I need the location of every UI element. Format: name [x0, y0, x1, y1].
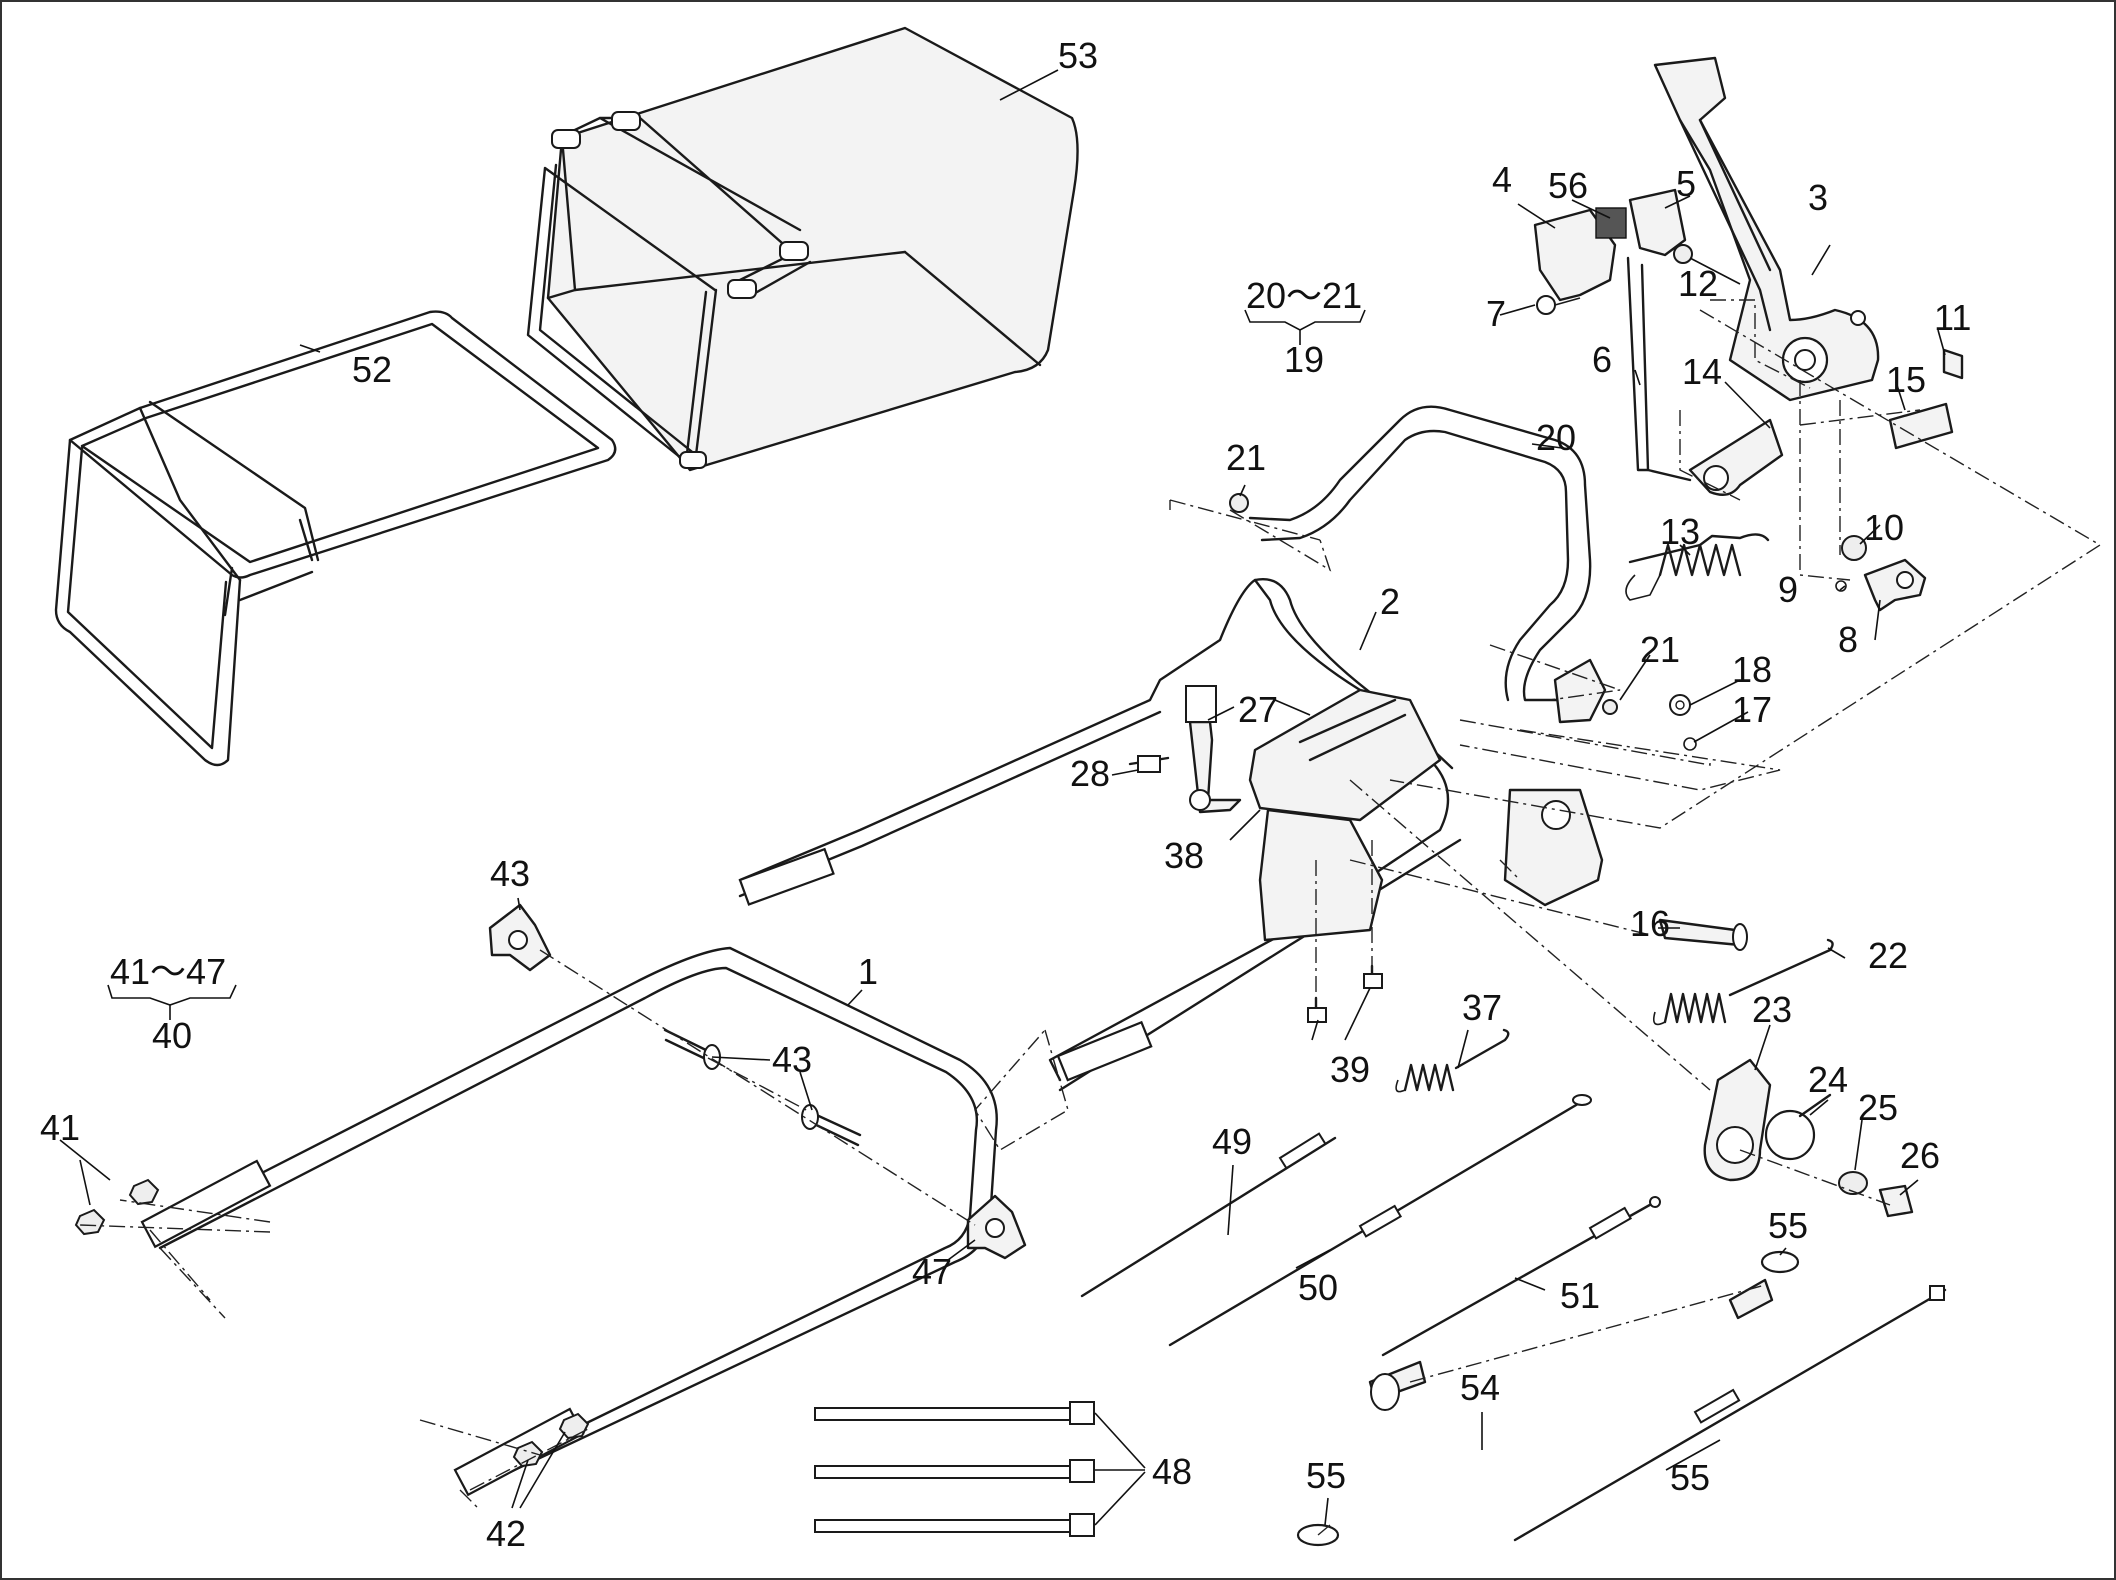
shift-console-38 [1128, 685, 1442, 942]
grass-bag-cover [546, 26, 1079, 472]
part-number-21-left: 21 [1226, 437, 1266, 478]
part-number-16: 16 [1630, 903, 1670, 944]
part-number-25: 25 [1858, 1087, 1898, 1128]
part-number-21-right: 21 [1640, 629, 1680, 670]
middle-handle-2 [738, 578, 1604, 1092]
part-number-43-lower: 47 [912, 1251, 952, 1292]
part-number-14: 14 [1682, 351, 1722, 392]
part-number-38: 38 [1164, 835, 1204, 876]
part-number-41-bottom: 42 [486, 1513, 526, 1554]
part-number-52: 52 [352, 349, 392, 390]
part-number-54: 54 [1460, 1367, 1500, 1408]
part-number-20: 20 [1536, 417, 1576, 458]
cable-ties-47 [814, 1401, 1095, 1537]
cables-48-51 [1080, 1094, 1947, 1542]
part-number-42: 43 [772, 1039, 812, 1080]
part-number-51: 55 [1670, 1457, 1710, 1498]
group-labels: 20～21 19 41～47 40 [110, 275, 1362, 1056]
part-number-47: 48 [1152, 1451, 1192, 1492]
part-number-26: 26 [1900, 1135, 1940, 1176]
upper-handle-20 [1248, 405, 1607, 724]
part-number-6: 6 [1592, 339, 1612, 380]
spring-37 [1395, 1028, 1510, 1093]
part-number-37: 37 [1462, 987, 1502, 1028]
part-number-55-right: 55 [1768, 1205, 1808, 1246]
part-number-41-left: 41 [40, 1107, 80, 1148]
group-range-19: 20～21 [1246, 275, 1362, 316]
part-number-23: 23 [1752, 989, 1792, 1030]
bolts-39 [1307, 964, 1383, 1023]
part-number-9: 9 [1778, 569, 1798, 610]
part-number-55-bottom: 55 [1306, 1455, 1346, 1496]
part-number-22: 22 [1868, 935, 1908, 976]
group-assembly-40: 40 [152, 1015, 192, 1056]
pin-16-and-washers [1229, 493, 1748, 951]
control-lever-3 [1653, 56, 1880, 402]
part-number-48: 49 [1212, 1121, 1252, 1162]
spring-22 [1652, 938, 1834, 1026]
part-number-11: 11 [1934, 297, 1971, 338]
spring-13 [1625, 533, 1770, 601]
part-number-28: 28 [1070, 753, 1110, 794]
leader-lines [59, 69, 1946, 1526]
tube-54-clamps-55 [1296, 1250, 1800, 1547]
group-range-40: 41～47 [110, 951, 226, 992]
part-number-4: 4 [1492, 159, 1512, 200]
knob-43-lower [966, 1194, 1027, 1260]
part-number-8: 8 [1838, 619, 1858, 660]
part-number-12: 12 [1678, 263, 1718, 304]
part-labels: 53 52 3 4 56 5 7 6 14 12 11 15 10 9 8 13… [40, 35, 1971, 1554]
part-number-13: 13 [1660, 511, 1700, 552]
part-number-53: 53 [1058, 35, 1098, 76]
part-number-43-upper: 43 [490, 853, 530, 894]
lever-grip-assembly [1533, 188, 1687, 315]
cable-arm-23-26 [1703, 1058, 1914, 1218]
part-number-24: 24 [1808, 1059, 1848, 1100]
bag-frame-rods [526, 111, 812, 469]
part-number-39: 39 [1330, 1049, 1370, 1090]
bracket-6 [1626, 256, 1692, 482]
pivot-hardware [1673, 244, 1964, 612]
part-number-50: 51 [1560, 1275, 1600, 1316]
part-number-18: 18 [1732, 649, 1772, 690]
dashed-assembly-lines [79, 299, 2102, 1536]
bag-frame-52 [54, 310, 617, 767]
part-number-56: 56 [1548, 165, 1588, 206]
part-number-2: 2 [1380, 581, 1400, 622]
part-number-17: 17 [1732, 689, 1772, 730]
part-number-1: 1 [858, 951, 878, 992]
part-number-10: 10 [1864, 507, 1904, 548]
part-number-49: 50 [1298, 1267, 1338, 1308]
part-number-7: 7 [1486, 293, 1506, 334]
part-number-5: 5 [1676, 163, 1696, 204]
part-number-27: 27 [1238, 689, 1278, 730]
part-number-15: 15 [1886, 359, 1926, 400]
group-assembly-19: 19 [1284, 339, 1324, 380]
part-number-3: 3 [1808, 177, 1828, 218]
knob-43-upper [488, 903, 552, 972]
